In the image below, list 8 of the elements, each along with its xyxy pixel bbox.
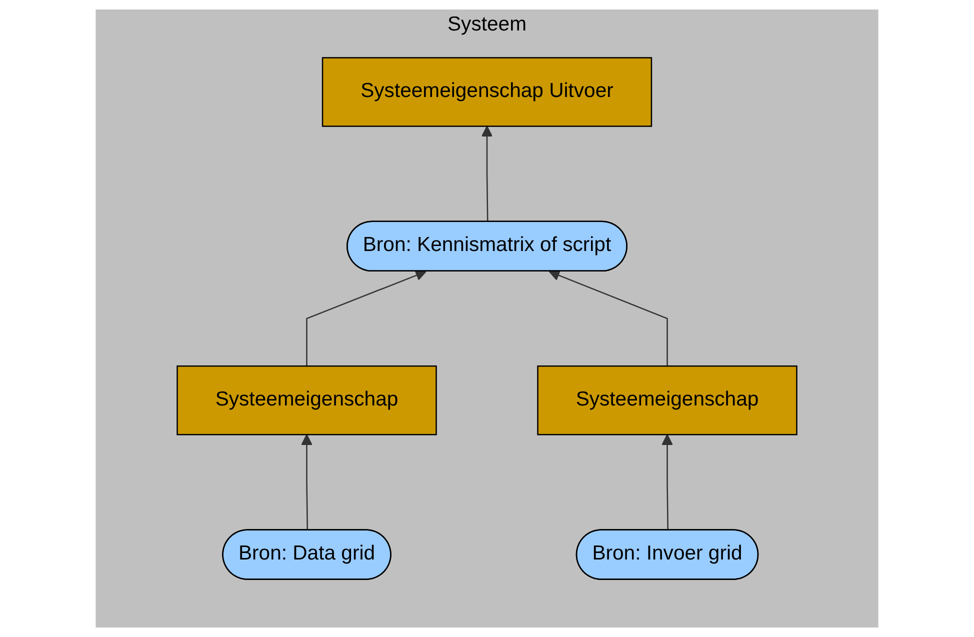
arrow	[548, 270, 668, 366]
node-box: Systeemeigenschap	[176, 365, 437, 436]
arrow	[306, 270, 426, 366]
arrow	[662, 434, 673, 530]
arrow	[481, 126, 493, 222]
arrow	[301, 434, 312, 530]
node-box: Systeemeigenschap Uitvoer	[322, 57, 652, 127]
node-box: Systeemeigenschap	[537, 365, 798, 436]
